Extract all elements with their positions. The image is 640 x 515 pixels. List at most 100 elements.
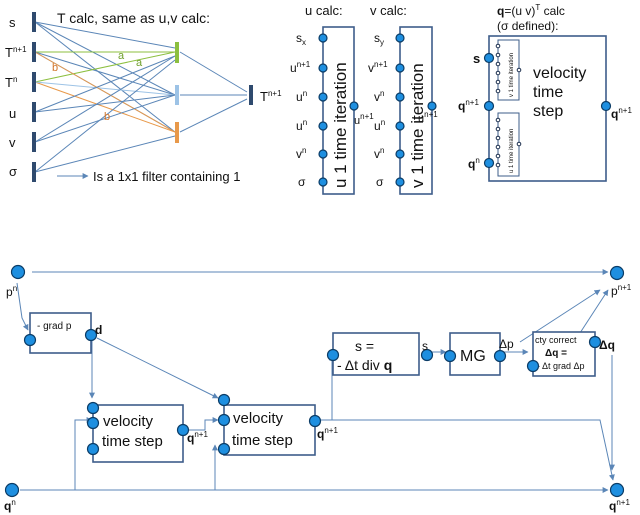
t-input-s: s — [9, 15, 16, 30]
v-node-3 — [395, 121, 405, 131]
qn1-out-label: qn+1 — [609, 498, 630, 513]
u-calc-panel: u calc: u 1 time iteration sx un+1 un un… — [290, 3, 374, 195]
v-input-2: vn — [374, 89, 384, 104]
v-input-1: vn+1 — [368, 60, 388, 75]
q-input-s: s — [473, 51, 480, 66]
v-calc-box — [399, 26, 433, 195]
vel1-node-b — [86, 416, 100, 430]
q-input-qn: qn — [468, 156, 480, 171]
t-input-tn: Tn — [5, 75, 17, 90]
u-calc-inputs: sx un+1 un un vn σ — [290, 31, 311, 189]
t-input-tn1: Tn+1 — [5, 45, 27, 60]
vel1-node-a — [86, 401, 100, 415]
t-connections — [34, 21, 248, 173]
u-node-1 — [318, 63, 328, 73]
vel2-node-c — [217, 442, 231, 456]
t-input-v: v — [9, 135, 16, 150]
u-calc-box — [322, 26, 355, 195]
v-calc-header: v calc: — [370, 3, 407, 18]
u-node-2 — [318, 92, 328, 102]
u-output-label: un+1 — [354, 112, 374, 127]
v-node-5 — [395, 177, 405, 187]
q-inner-label-u: u 1 time iteration — [509, 129, 515, 173]
v-input-3: un — [374, 118, 385, 133]
cty-line1: cty correct — [535, 335, 577, 345]
u-node-5 — [318, 177, 328, 187]
u-input-4: vn — [296, 146, 306, 161]
t-calc-panel: T calc, same as u,v calc: s Tn+1 Tn u v … — [5, 10, 282, 184]
u-input-5: σ — [298, 175, 306, 189]
v-node-4 — [395, 149, 405, 159]
u-calc-header: u calc: — [305, 3, 343, 18]
v-output-node — [427, 101, 437, 111]
v-input-4: vn — [374, 146, 384, 161]
vel2-node-b — [217, 413, 231, 427]
vel1-out-label: qn+1 — [187, 430, 208, 445]
cty-line3: - Δt grad Δp — [537, 361, 585, 371]
v-input-5: σ — [376, 175, 384, 189]
v-node-1 — [395, 63, 405, 73]
v-input-0: sy — [374, 31, 384, 47]
div-in-node — [326, 348, 340, 362]
vel1-line2: time step — [102, 433, 163, 450]
u-node-0 — [318, 33, 328, 43]
mg-out-label: Δp — [499, 337, 514, 351]
mg-out-node — [493, 349, 507, 363]
q-box-label-1: velocity — [533, 65, 586, 82]
v-calc-panel: v calc: v 1 time iteration sy vn+1 vn un… — [368, 3, 438, 195]
u-input-3: un — [296, 118, 307, 133]
cty-in-node — [526, 359, 540, 373]
v-output-label: un+1 — [418, 110, 438, 125]
mg-in-node — [443, 349, 457, 363]
q-calc-panel: q=(u v)T calc (σ defined): v 1 time iter… — [458, 3, 632, 182]
q-calc-header-2: (σ defined): — [497, 19, 558, 33]
vel2-out-node — [308, 414, 322, 428]
pipeline-connections — [16, 269, 615, 493]
u-input-1: un+1 — [290, 60, 311, 75]
q-output-label: qn+1 — [611, 106, 632, 121]
vel1-box — [92, 404, 184, 463]
q-box-label-3: step — [533, 103, 563, 120]
q-node-qn1 — [483, 100, 495, 112]
vel2-node-a — [217, 393, 231, 407]
t-input-sigma: σ — [9, 164, 17, 179]
u-node-3 — [318, 121, 328, 131]
edge-label-a2: a — [136, 57, 143, 69]
vel1-node-c — [86, 442, 100, 456]
qn1-out-node — [609, 482, 625, 498]
qn-label: qn — [4, 498, 16, 513]
q-inner-label-v: v 1 time iteration — [509, 53, 515, 97]
u-node-4 — [318, 149, 328, 159]
grad-out-node — [84, 328, 98, 342]
vel2-out-label: qn+1 — [317, 426, 338, 441]
t-output-label: Tn+1 — [260, 89, 282, 104]
pn-label: pn — [6, 284, 17, 299]
q-inner-nodes — [495, 43, 522, 168]
vel1-line1: velocity — [103, 413, 154, 430]
cty-out-label: Δq — [599, 338, 615, 352]
filter-legend-text: Is a 1x1 filter containing 1 — [93, 169, 240, 184]
pipeline: pn pn+1 qn qn+1 - grad p d velocity time… — [4, 264, 632, 513]
u-output-node — [349, 101, 359, 111]
div-box — [332, 332, 420, 376]
edge-label-b1: b — [52, 62, 58, 74]
mg-label: MG — [460, 348, 486, 365]
div-out-node — [420, 348, 434, 362]
q-node-qn — [483, 157, 495, 169]
v-node-2 — [395, 92, 405, 102]
cty-line2: Δq = — [545, 348, 567, 359]
t-input-u: u — [9, 106, 16, 121]
grad-in-node — [23, 333, 37, 347]
v-node-0 — [395, 33, 405, 43]
div-out-label: s — [422, 339, 428, 353]
edge-label-a1: a — [118, 50, 125, 62]
grad-box-label: - grad p — [37, 321, 72, 332]
u-input-2: un — [296, 89, 307, 104]
qn-node — [4, 482, 20, 498]
cty-box — [532, 331, 596, 377]
q-node-s — [483, 52, 495, 64]
q-input-qn1: qn+1 — [458, 98, 479, 113]
t-input-labels: s Tn+1 Tn u v σ — [5, 15, 27, 179]
q-calc-header-1: q=(u v)T calc — [497, 3, 565, 18]
